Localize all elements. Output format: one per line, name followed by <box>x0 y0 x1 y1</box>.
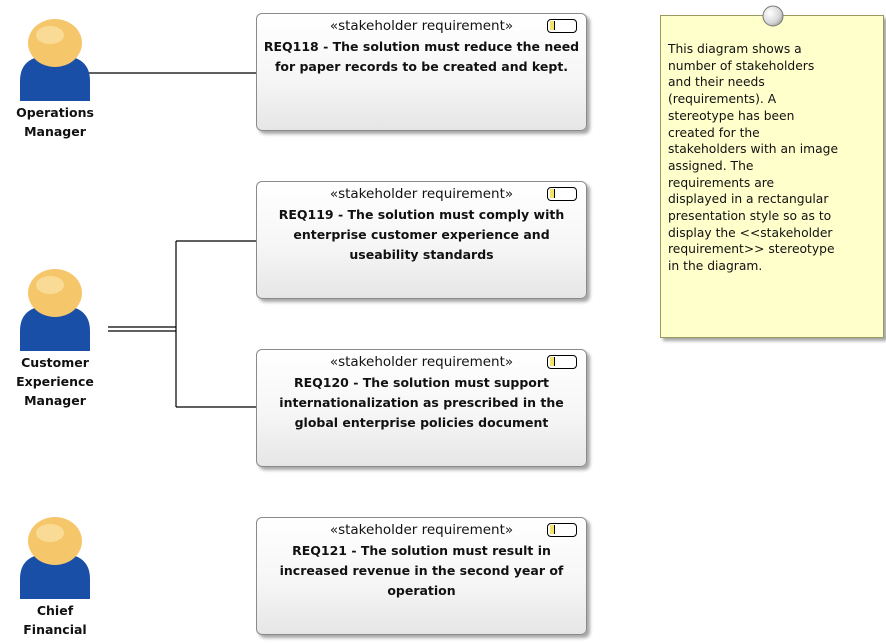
stakeholder-person-icon <box>20 269 90 351</box>
requirement-stereotype: «stakeholder requirement» <box>329 354 514 370</box>
requirement-text: REQ119 - The solution must comply with e… <box>278 207 565 262</box>
actor-operations-manager[interactable]: Operations Manager <box>0 15 110 141</box>
note-text: This diagram shows a number of stakehold… <box>668 42 839 274</box>
requirement-text: REQ118 - The solution must reduce the ne… <box>263 39 580 74</box>
requirement-element-icon <box>547 187 577 201</box>
requirement-element-icon <box>547 355 577 369</box>
actor-name: Chief Financial <box>23 603 87 637</box>
stakeholder-person-icon <box>20 517 90 599</box>
actor-name: Operations Manager <box>16 105 94 139</box>
actor-chief-financial[interactable]: Chief Financial <box>0 513 110 639</box>
requirement-stereotype: «stakeholder requirement» <box>329 18 514 34</box>
requirement-element-icon <box>547 19 577 33</box>
actor-name: Customer Experience Manager <box>16 355 94 408</box>
stakeholder-person-icon <box>20 19 90 101</box>
requirement-req119[interactable]: «stakeholder requirement» REQ119 - The s… <box>256 181 587 299</box>
requirement-req118[interactable]: «stakeholder requirement» REQ118 - The s… <box>256 13 587 131</box>
diagram-note[interactable]: This diagram shows a number of stakehold… <box>660 15 884 338</box>
requirement-stereotype: «stakeholder requirement» <box>329 186 514 202</box>
requirement-stereotype: «stakeholder requirement» <box>329 522 514 538</box>
requirement-text: REQ120 - The solution must support inter… <box>279 375 564 430</box>
requirement-element-icon <box>547 523 577 537</box>
requirement-req120[interactable]: «stakeholder requirement» REQ120 - The s… <box>256 349 587 467</box>
requirement-req121[interactable]: «stakeholder requirement» REQ121 - The s… <box>256 517 587 635</box>
note-pin-icon <box>762 5 784 27</box>
requirement-text: REQ121 - The solution must result in inc… <box>279 543 564 598</box>
actor-customer-experience-manager[interactable]: Customer Experience Manager <box>0 265 110 410</box>
